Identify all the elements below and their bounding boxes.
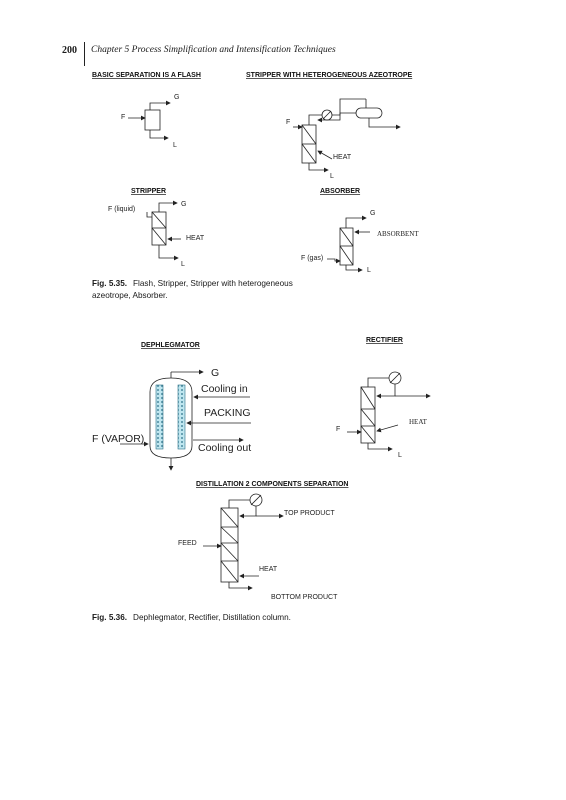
stripper-diagram: STRIPPER F (liquid) G HEAT L bbox=[108, 188, 205, 268]
azeotrope-stripper-diagram: STRIPPER WITH HETEROGENEOUS AZEOTROPE F … bbox=[246, 72, 413, 180]
stripper-gas-arrow bbox=[158, 200, 178, 212]
azeotrope-feed-label: F bbox=[286, 119, 290, 126]
page-number: 200 bbox=[62, 45, 77, 56]
azeotrope-product-arrow bbox=[368, 118, 401, 130]
absorber-title: ABSORBER bbox=[320, 188, 360, 195]
dephlegmator-gas-label: G bbox=[211, 367, 219, 379]
rectifier-column-diagonal-3 bbox=[360, 425, 376, 444]
distillation-diagonal-2 bbox=[220, 526, 239, 544]
rectifier-column-diagonal-1 bbox=[360, 386, 376, 410]
distillation-bottom-product-label: BOTTOM PRODUCT bbox=[271, 594, 338, 601]
rectifier-diagram: RECTIFIER F HEAT L bbox=[336, 337, 431, 459]
distillation-reflux-arrow bbox=[239, 506, 257, 519]
absorber-column bbox=[339, 227, 354, 266]
distillation-condenser-slash bbox=[250, 494, 262, 506]
absorber-column-diagonal-1 bbox=[339, 227, 354, 247]
distillation-title: DISTILLATION 2 COMPONENTS SEPARATION bbox=[196, 481, 348, 488]
rectifier-heat-label: HEAT bbox=[409, 418, 428, 426]
figure-536-caption-text: Dephlegmator, Rectifier, Distillation co… bbox=[133, 613, 291, 622]
stripper-title: STRIPPER bbox=[131, 188, 166, 195]
distillation-feed-label: FEED bbox=[178, 540, 197, 547]
absorber-diagram: ABSORBER G ABSORBENT F (gas) L bbox=[301, 188, 419, 274]
rectifier-feed-label: F bbox=[336, 426, 340, 433]
distillation-top-product-label: TOP PRODUCT bbox=[284, 510, 335, 517]
distillation-diagram: DISTILLATION 2 COMPONENTS SEPARATION TOP… bbox=[178, 481, 348, 601]
stripper-column bbox=[151, 211, 167, 246]
flash-liquid-label: L bbox=[173, 142, 177, 149]
distillation-heat-label: HEAT bbox=[259, 566, 278, 573]
flash-feed-label: F bbox=[121, 114, 125, 121]
rectifier-heat-arrow bbox=[376, 424, 399, 433]
distillation-vapor-line bbox=[228, 499, 250, 508]
stripper-feed-label: F (liquid) bbox=[108, 206, 135, 213]
dephlegmator-diagram: DEPHLEGMATOR G Cooling in PACKING F (VAP… bbox=[92, 342, 251, 471]
header-divider bbox=[84, 42, 86, 66]
dephlegmator-packing-right bbox=[177, 384, 186, 450]
azeotrope-title: STRIPPER WITH HETEROGENEOUS AZEOTROPE bbox=[246, 72, 413, 79]
stripper-column-diagonal-2 bbox=[151, 227, 167, 246]
figure-535-label: Fig. 5.35. bbox=[92, 279, 128, 288]
dephlegmator-feed-label: F (VAPOR) bbox=[92, 433, 144, 445]
rectifier-column-diagonal-2 bbox=[360, 408, 376, 427]
azeotrope-condenser-slash bbox=[322, 110, 332, 120]
stripper-gas-label: G bbox=[181, 201, 186, 208]
rectifier-condenser-slash bbox=[389, 372, 401, 384]
distillation-diagonal-4 bbox=[220, 560, 239, 583]
flash-title: BASIC SEPARATION IS A FLASH bbox=[92, 72, 201, 79]
flash-gas-label: G bbox=[174, 94, 179, 101]
flash-liquid-arrow bbox=[149, 130, 169, 141]
dephlegmator-packing-left bbox=[155, 384, 164, 450]
figure-536-caption: Fig. 5.36. Dephlegmator, Rectifier, Disti… bbox=[92, 612, 412, 624]
azeotrope-heat-label: HEAT bbox=[333, 154, 352, 161]
stripper-liquid-arrow bbox=[158, 245, 179, 261]
rectifier-reflux-arrow bbox=[376, 384, 396, 399]
absorber-column-diagonal-2 bbox=[339, 245, 354, 266]
stripper-column-diagonal-1 bbox=[151, 211, 167, 229]
figure-536-label: Fig. 5.36. bbox=[92, 613, 128, 622]
azeotrope-heat-arrow bbox=[317, 150, 333, 160]
dephlegmator-cooling-in-label: Cooling in bbox=[201, 383, 248, 395]
rectifier-liquid-arrow bbox=[367, 443, 393, 452]
azeotrope-reflux-arrow bbox=[317, 112, 356, 123]
azeotrope-liquid-label: L bbox=[330, 173, 334, 180]
absorber-liquid-arrow bbox=[345, 265, 363, 273]
flash-gas-arrow bbox=[149, 100, 171, 110]
stripper-liquid-label: L bbox=[181, 261, 185, 268]
azeotrope-column-diagonal-1 bbox=[301, 124, 317, 145]
figure-535-caption-text: Flash, Stripper, Stripper with heterogen… bbox=[92, 279, 293, 300]
stripper-feed-line bbox=[146, 212, 152, 218]
figure-535-caption: Fig. 5.35.Flash, Stripper, Stripper with… bbox=[92, 278, 312, 301]
dephlegmator-packing-label: PACKING bbox=[204, 407, 250, 419]
dephlegmator-cooling-out-label: Cooling out bbox=[198, 442, 251, 454]
distillation-bottom-arrow bbox=[228, 582, 253, 591]
absorber-feed-label: F (gas) bbox=[301, 255, 323, 262]
absorber-liquid-label: L bbox=[367, 267, 371, 274]
azeotrope-column-diagonal-2 bbox=[301, 143, 317, 164]
azeotrope-decanter bbox=[355, 107, 383, 119]
distillation-diagonal-1 bbox=[220, 507, 239, 528]
flash-vessel bbox=[144, 109, 161, 131]
absorber-gas-label: G bbox=[370, 210, 375, 217]
rectifier-title: RECTIFIER bbox=[366, 337, 403, 344]
absorber-gas-arrow bbox=[345, 215, 367, 228]
absorber-absorbent-label: ABSORBENT bbox=[377, 230, 419, 238]
flash-diagram: BASIC SEPARATION IS A FLASH F G L bbox=[92, 72, 201, 149]
azeotrope-liquid-arrow bbox=[308, 163, 329, 173]
rectifier-liquid-label: L bbox=[398, 452, 402, 459]
rectifier-vapor-line bbox=[367, 377, 389, 387]
chapter-title: Chapter 5 Process Simplification and Int… bbox=[91, 45, 336, 55]
distillation-diagonal-3 bbox=[220, 542, 239, 562]
dephlegmator-title: DEPHLEGMATOR bbox=[141, 342, 200, 349]
absorber-feed-arrow bbox=[327, 258, 341, 264]
stripper-heat-label: HEAT bbox=[186, 235, 205, 242]
